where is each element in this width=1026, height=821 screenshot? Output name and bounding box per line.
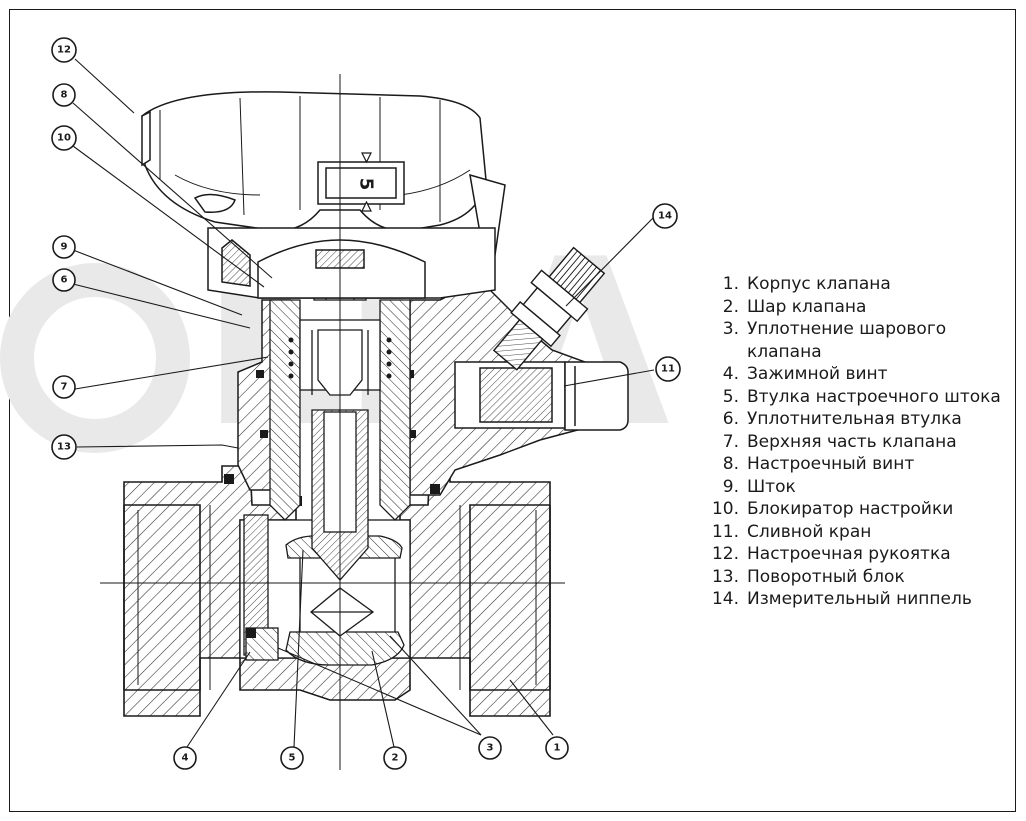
callout-13: 13 bbox=[51, 434, 77, 460]
legend-item: 5.Втулка настроечного штока bbox=[722, 386, 1001, 407]
legend-item: 13.Поворотный блок bbox=[711, 566, 905, 587]
legend-item: 12.Настроечная рукоятка bbox=[711, 544, 951, 564]
legend-item: 3.Уплотнение шарового клапана bbox=[722, 319, 947, 362]
callout-11: 11 bbox=[655, 356, 681, 382]
callout-10: 10 bbox=[51, 125, 77, 151]
legend-item: 4.Зажимной винт bbox=[722, 364, 888, 384]
callout-6: 6 bbox=[52, 268, 76, 292]
svg-text:1: 1 bbox=[554, 743, 561, 754]
callout-8: 8 bbox=[52, 83, 76, 107]
svg-text:5: 5 bbox=[289, 753, 296, 764]
callout-2: 2 bbox=[383, 746, 407, 770]
svg-text:11: 11 bbox=[661, 364, 675, 375]
parts-legend: 1.Корпус клапана 2.Шар клапана 3.Уплотне… bbox=[703, 273, 1022, 611]
svg-text:12: 12 bbox=[57, 45, 71, 56]
callout-5: 5 bbox=[280, 746, 304, 770]
svg-text:6: 6 bbox=[61, 275, 68, 286]
callout-9: 9 bbox=[52, 235, 76, 259]
svg-text:7: 7 bbox=[61, 382, 68, 393]
legend-item: 7.Верхняя часть клапана bbox=[722, 431, 957, 452]
measuring-nipple bbox=[492, 246, 606, 371]
callout-3: 3 bbox=[478, 736, 502, 760]
svg-text:8: 8 bbox=[61, 90, 68, 101]
svg-text:4: 4 bbox=[182, 753, 189, 764]
svg-text:14: 14 bbox=[658, 211, 672, 222]
leader-lines bbox=[72, 58, 655, 748]
svg-text:13: 13 bbox=[57, 442, 71, 453]
setting-handle: 5 bbox=[141, 91, 506, 299]
callout-12: 12 bbox=[51, 37, 77, 63]
callout-7: 7 bbox=[52, 375, 76, 399]
legend-item: 6.Уплотнительная втулка bbox=[722, 409, 962, 429]
legend-item: 2.Шар клапана bbox=[722, 296, 867, 317]
callout-4: 4 bbox=[173, 746, 197, 770]
svg-text:2: 2 bbox=[392, 753, 399, 764]
callout-14: 14 bbox=[652, 203, 678, 229]
svg-text:9: 9 bbox=[61, 242, 68, 253]
callout-1: 1 bbox=[545, 736, 569, 760]
center-lines bbox=[100, 74, 565, 770]
legend-item: 14.Измерительный ниппель bbox=[711, 589, 972, 609]
legend-item: 11.Сливной кран bbox=[711, 521, 872, 542]
callouts: 12 8 10 9 6 7 13 14 11 4 5 2 3 1 bbox=[51, 37, 681, 770]
legend-item: 9.Шток bbox=[722, 476, 796, 497]
legend-item: 10.Блокиратор настройки bbox=[711, 499, 954, 519]
dial-setting-value: 5 bbox=[356, 178, 377, 191]
legend-item: 1.Корпус клапана bbox=[722, 274, 891, 294]
svg-text:10: 10 bbox=[57, 133, 71, 144]
legend-item: 8.Настроечный винт bbox=[722, 454, 915, 474]
svg-text:3: 3 bbox=[487, 743, 494, 754]
